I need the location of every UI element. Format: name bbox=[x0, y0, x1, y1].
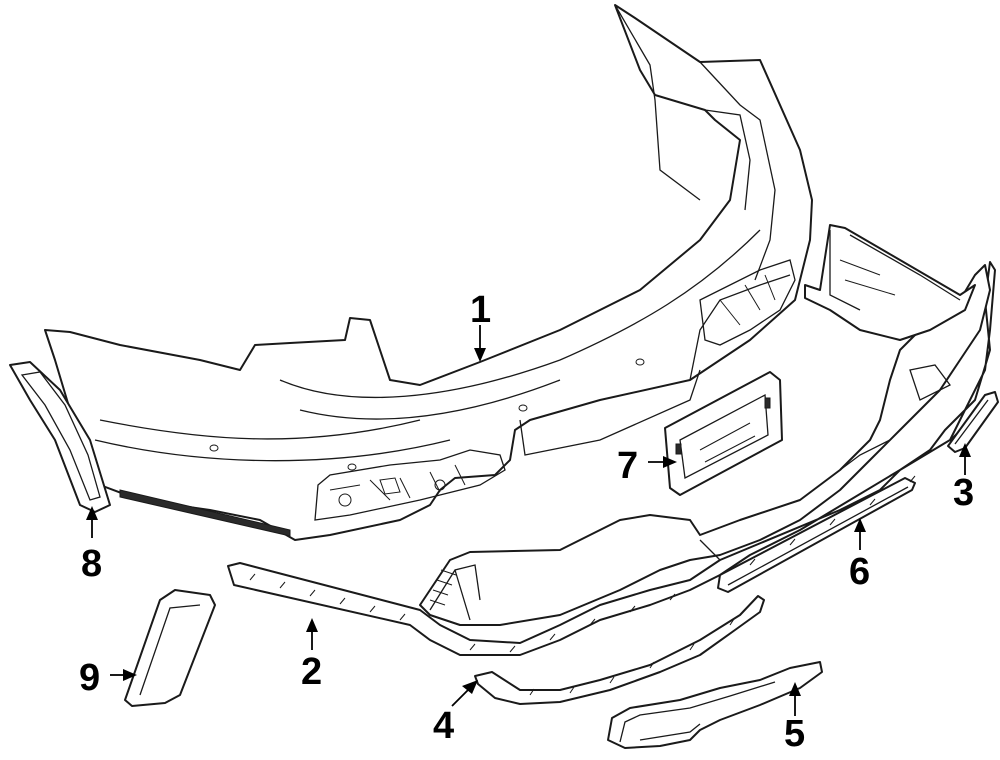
lower-trim-panel bbox=[607, 661, 823, 749]
callout-1-arrow bbox=[474, 348, 486, 362]
callout-6: 6 bbox=[849, 551, 870, 593]
callout-5-arrow bbox=[789, 682, 801, 696]
callout-9-arrow bbox=[123, 669, 137, 681]
callout-8: 8 bbox=[81, 543, 102, 585]
callout-7: 7 bbox=[617, 445, 638, 487]
leader-lines bbox=[86, 325, 971, 716]
callout-8-arrow bbox=[86, 506, 98, 520]
callout-labels: 1 2 3 4 5 6 7 8 9 bbox=[79, 289, 974, 755]
callout-2: 2 bbox=[301, 651, 322, 693]
callout-5: 5 bbox=[784, 713, 805, 755]
callout-4-arrow bbox=[462, 680, 478, 694]
callout-9: 9 bbox=[79, 657, 100, 699]
callout-2-arrow bbox=[306, 618, 318, 632]
lower-chrome-strip bbox=[717, 477, 916, 593]
bumper-cover bbox=[44, 4, 813, 541]
callout-4: 4 bbox=[433, 705, 454, 747]
right-reflector bbox=[947, 391, 999, 453]
callout-1: 1 bbox=[470, 289, 491, 331]
callout-7-arrow bbox=[663, 456, 677, 468]
license-plate-bracket bbox=[664, 371, 783, 496]
lower-trim-strip bbox=[474, 595, 765, 705]
left-reflector-trim bbox=[9, 361, 111, 513]
callout-3-arrow bbox=[959, 443, 971, 457]
small-side-trim bbox=[124, 589, 216, 707]
callout-3: 3 bbox=[953, 472, 974, 514]
callout-6-arrow bbox=[854, 518, 866, 532]
